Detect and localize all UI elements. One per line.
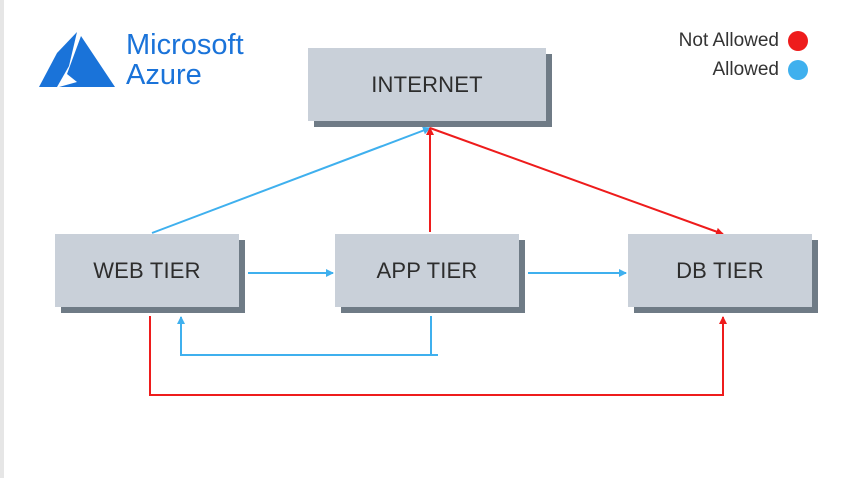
internet-label: INTERNET (371, 71, 483, 97)
db-tier-node: DB TIER (628, 234, 812, 307)
legend-item-allowed: Allowed (679, 55, 808, 84)
db-tier-label: DB TIER (676, 257, 764, 283)
edge-internet-to-db (429, 127, 724, 236)
web-tier-label: WEB TIER (93, 257, 201, 283)
azure-logo-icon (39, 32, 115, 87)
edge-web-to-internet (151, 126, 431, 234)
legend: Not Allowed Allowed (679, 26, 808, 84)
legend-label-allowed: Allowed (712, 58, 779, 80)
brand-name: Microsoft Azure (126, 30, 244, 90)
edge-web-to-db (149, 316, 727, 396)
red-dot-icon (788, 30, 808, 51)
app-tier-label: APP TIER (376, 257, 478, 283)
edge-app-to-web (177, 316, 432, 356)
brand-line-1: Microsoft (126, 29, 244, 61)
blue-dot-icon (788, 59, 808, 80)
brand-line-2: Azure (126, 59, 202, 91)
web-tier-node: WEB TIER (55, 234, 239, 307)
legend-item-not-allowed: Not Allowed (679, 26, 808, 55)
internet-node: INTERNET (308, 48, 546, 121)
microsoft-azure-logo: Microsoft Azure (37, 28, 267, 94)
left-edge-strip (0, 0, 4, 478)
legend-label-not-allowed: Not Allowed (678, 29, 779, 51)
app-tier-node: APP TIER (335, 234, 519, 307)
